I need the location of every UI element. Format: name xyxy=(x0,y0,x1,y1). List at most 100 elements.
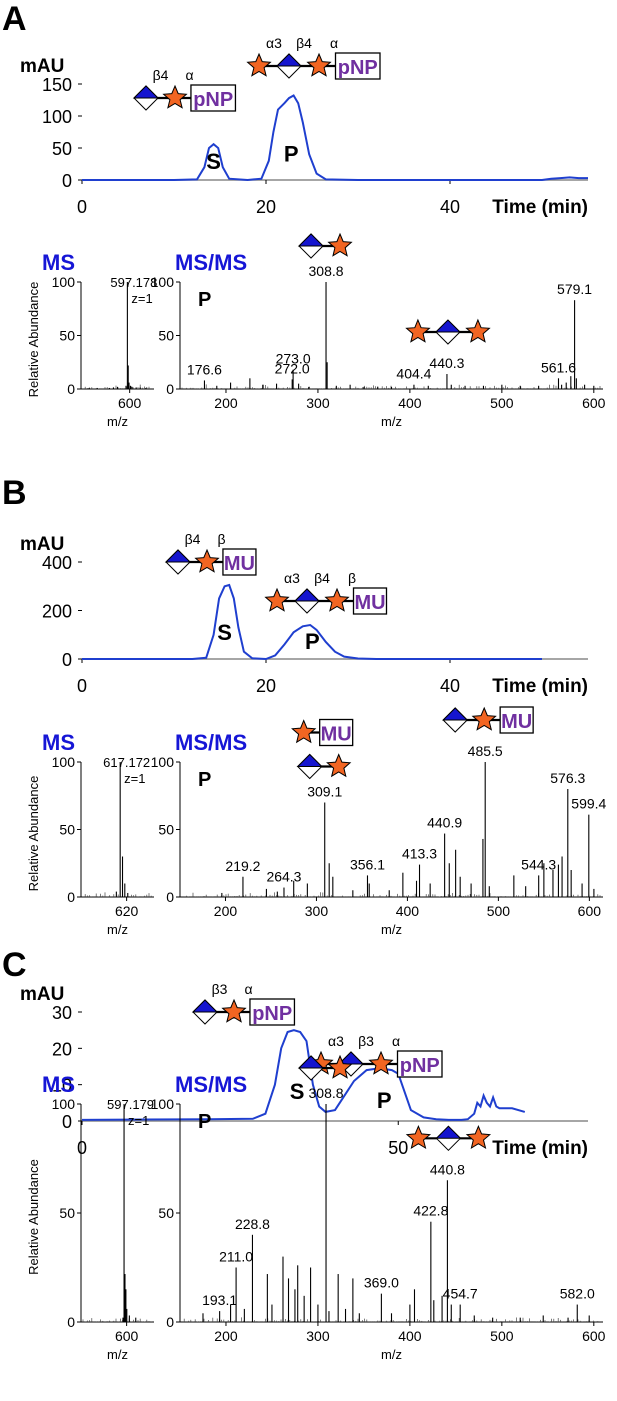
y-tick-label: 50 xyxy=(59,822,75,838)
y-tick-label: 0 xyxy=(62,1112,72,1132)
x-tick-label: 0 xyxy=(77,197,87,217)
aglycone-label: MU xyxy=(354,592,385,614)
precursor-label: 617.172 xyxy=(103,755,150,770)
lc-trace-line xyxy=(82,94,588,182)
fragment-label: 544.3 xyxy=(521,856,556,872)
y-tick-label: 0 xyxy=(67,381,75,397)
panel-letter: C xyxy=(2,946,27,984)
y-tick-label: 100 xyxy=(52,754,76,770)
aglycone-box xyxy=(352,587,388,615)
y-tick-label: 30 xyxy=(52,1003,72,1023)
ms-title: MS xyxy=(42,730,75,755)
linkage-label: β4 xyxy=(296,35,312,51)
x-tick-label: 20 xyxy=(256,676,276,696)
panel-A: A xyxy=(2,0,27,38)
y-tick-label: 200 xyxy=(42,602,72,622)
x-tick-label: 300 xyxy=(306,395,330,411)
aglycone-box xyxy=(319,718,354,747)
fragment-label: 272.0 xyxy=(275,360,310,376)
msms-title: MS/MS xyxy=(175,250,247,275)
y-tick-label: 100 xyxy=(52,274,76,290)
x-tick-label: 0 xyxy=(77,1138,87,1158)
fucose-star-icon xyxy=(327,1054,353,1079)
diamond-half-icon xyxy=(293,588,321,602)
fragment-label: 454.7 xyxy=(443,1286,478,1302)
linkage-label: β4 xyxy=(153,67,169,83)
y-tick-label: 0 xyxy=(62,171,72,191)
peak-label-S: S xyxy=(290,1079,305,1104)
charge-label: z=1 xyxy=(131,291,152,306)
y-tick-label: 0 xyxy=(166,1314,174,1330)
y-tick-label: 100 xyxy=(42,107,72,127)
product-label: P xyxy=(198,289,211,311)
ms-title: MS xyxy=(42,1072,75,1097)
fragment-label: 308.8 xyxy=(309,1085,344,1101)
linkage-label: β xyxy=(348,570,356,586)
panel-C: C xyxy=(2,946,27,984)
aglycone-label: pNP xyxy=(400,1055,440,1077)
x-tick-label: 500 xyxy=(487,903,511,919)
aglycone-label: MU xyxy=(321,724,352,746)
diamond-half-icon xyxy=(191,999,219,1013)
lc-trace-line xyxy=(82,583,542,661)
x-axis-title: m/z xyxy=(107,922,128,937)
y-tick-label: 0 xyxy=(166,889,174,905)
linkage-label: β4 xyxy=(185,531,201,547)
fucose-star-icon xyxy=(465,318,491,343)
fucose-star-icon xyxy=(327,232,353,257)
y-axis-title: Relative Abundance xyxy=(26,1159,41,1275)
peak-label-S: S xyxy=(217,620,232,645)
linkage-label: α3 xyxy=(284,570,300,586)
diamond-half-icon xyxy=(441,707,469,721)
linkage-label: α xyxy=(330,35,338,51)
lc-trace-line xyxy=(81,1029,526,1121)
fragment-label: 404.4 xyxy=(396,366,431,382)
fragment-label: 579.1 xyxy=(557,281,592,297)
x-tick-label: 500 xyxy=(490,395,514,411)
aglycone-box xyxy=(499,706,534,734)
fragment-label: 599.4 xyxy=(571,796,606,812)
fragment-label: 211.0 xyxy=(219,1249,253,1265)
aglycone-box xyxy=(334,52,381,80)
linkage-label: α3 xyxy=(266,35,282,51)
x-tick-label: 600 xyxy=(582,395,606,411)
y-tick-label: 50 xyxy=(158,822,174,838)
y-tick-label: 0 xyxy=(67,1314,75,1330)
fragment-label: 576.3 xyxy=(550,770,585,786)
fragment-label: 356.1 xyxy=(350,856,385,872)
x-tick-label: 200 xyxy=(214,1328,238,1344)
fragment-label: 422.8 xyxy=(413,1203,448,1219)
diamond-half-icon xyxy=(297,1055,325,1069)
aglycone-box xyxy=(396,1050,443,1078)
x-tick-label: 50 xyxy=(388,1138,408,1158)
x-tick-label: 20 xyxy=(256,197,276,217)
x-tick-label: 600 xyxy=(582,1328,606,1344)
x-tick-label: 200 xyxy=(214,903,238,919)
x-axis-title: m/z xyxy=(381,922,402,937)
linkage-label: α xyxy=(244,981,252,997)
fucose-star-icon xyxy=(246,52,272,77)
x-tick-label: 0 xyxy=(77,676,87,696)
product-label: P xyxy=(198,769,211,791)
x-tick-label: 200 xyxy=(214,395,238,411)
fragment-label: 582.0 xyxy=(560,1286,595,1302)
aglycone-label: pNP xyxy=(338,57,378,79)
y-tick-label: 50 xyxy=(52,139,72,159)
fucose-star-icon xyxy=(405,1125,432,1150)
peak-label-P: P xyxy=(305,629,320,654)
y-axis-title: mAU xyxy=(20,534,64,555)
peak-label-P: P xyxy=(377,1088,392,1113)
precursor-label: 597.178 xyxy=(110,275,157,290)
fragment-label: 561.6 xyxy=(541,359,576,375)
y-tick-label: 50 xyxy=(158,328,174,344)
fucose-star-icon xyxy=(264,587,290,612)
linkage-label: α xyxy=(185,67,193,83)
